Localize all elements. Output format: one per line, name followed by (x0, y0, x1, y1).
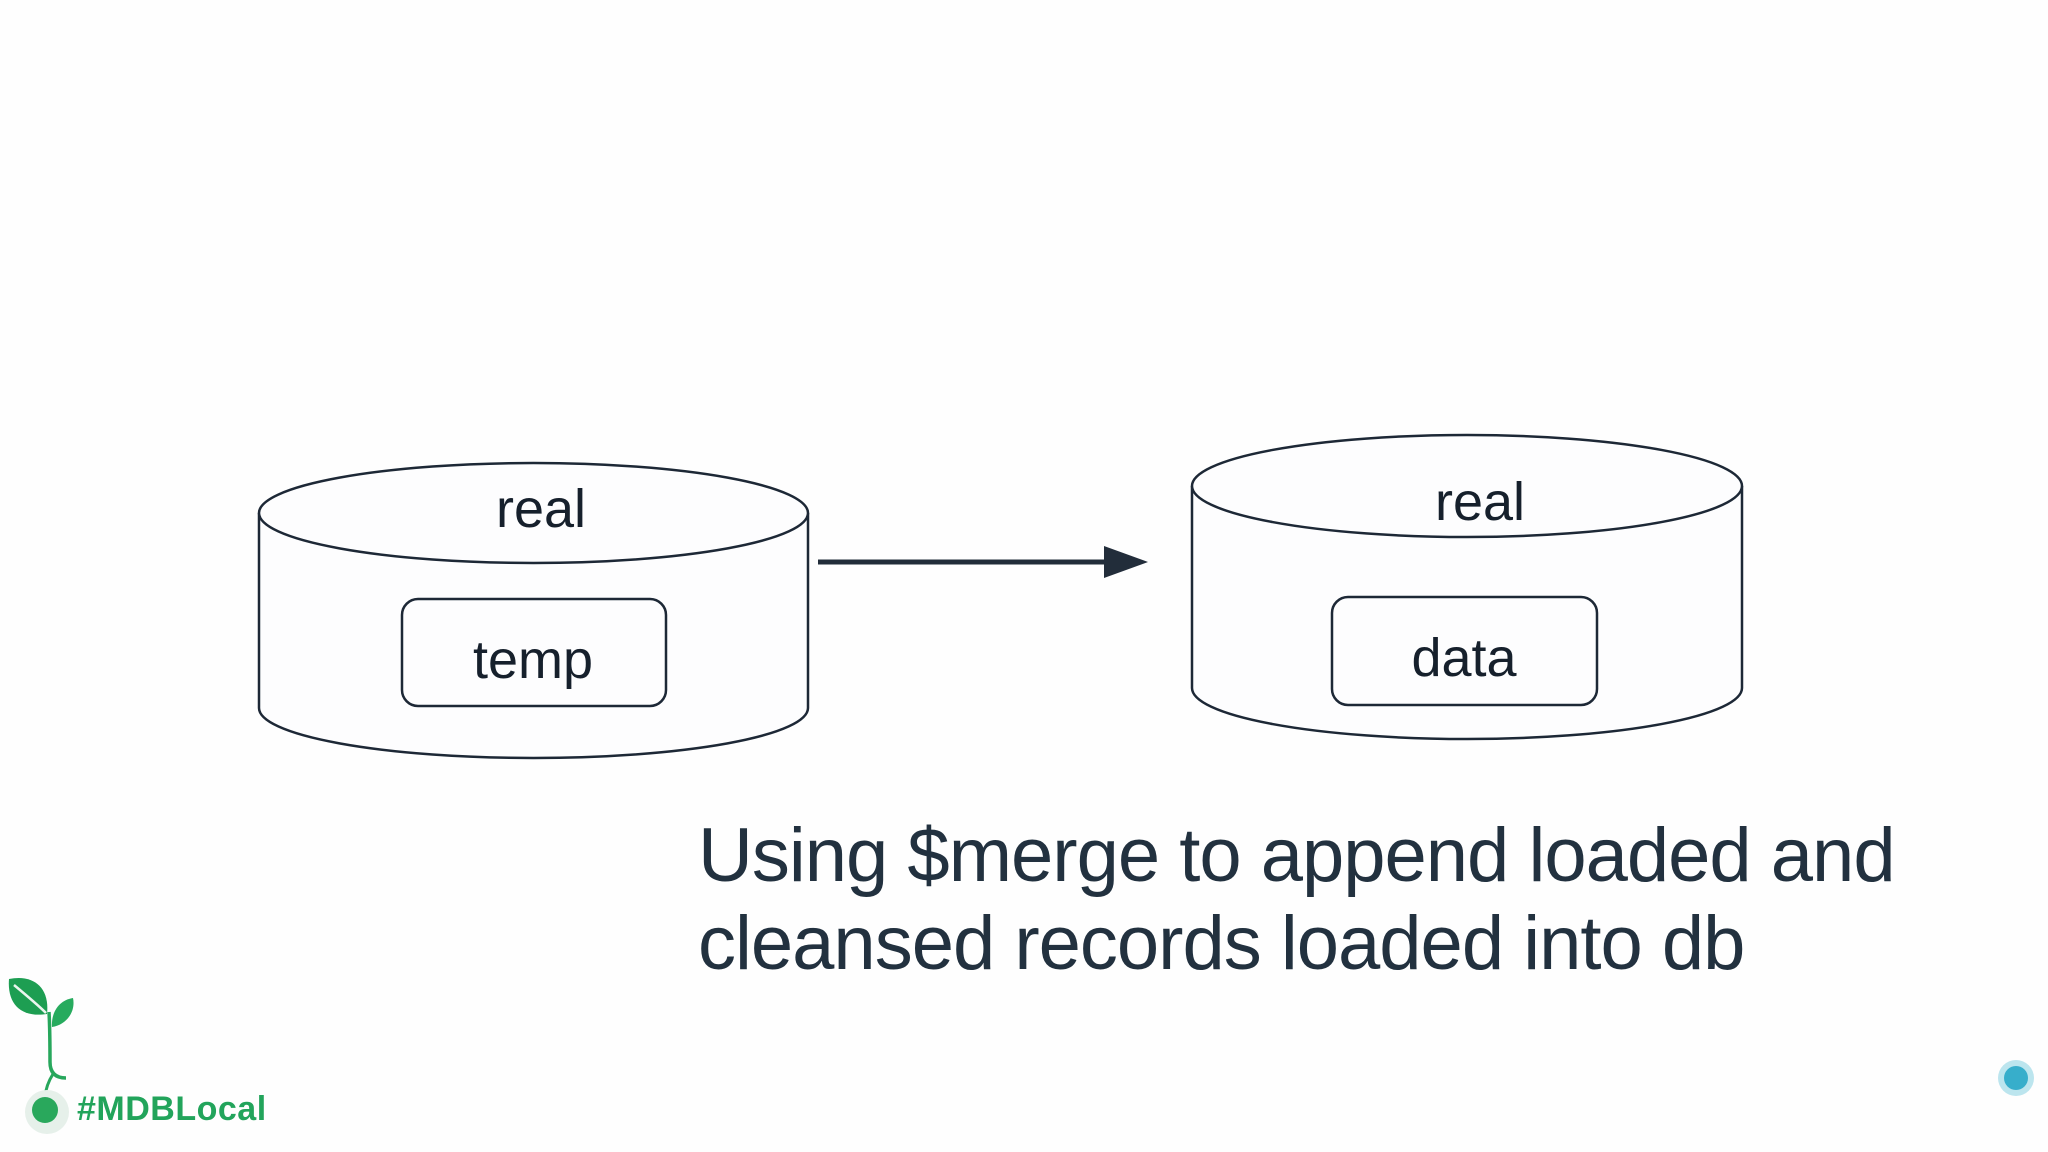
target-collection-box (1330, 595, 1599, 707)
source-db-label: real (496, 479, 586, 539)
caption-line-1: Using $merge to append loaded and (698, 813, 1896, 898)
footer-branding (8, 977, 2034, 1134)
source-collection-box (400, 597, 668, 708)
merge-arrow-head (1104, 546, 1148, 578)
target-db-label: real (1435, 472, 1525, 532)
source-db-cylinder: real temp (257, 461, 810, 760)
merge-arrow-icon (818, 546, 1148, 578)
event-hashtag: #MDBLocal (77, 1090, 267, 1128)
end-dot (2004, 1066, 2028, 1090)
source-collection-label: temp (473, 630, 593, 690)
seed-dot (32, 1097, 58, 1123)
seed-dot-icon (25, 1090, 69, 1134)
target-db-cylinder: real data (1190, 433, 1744, 741)
caption: Using $merge to append loaded and cleans… (698, 812, 1896, 988)
target-db-cylinder-top (1190, 433, 1744, 539)
target-collection-label: data (1411, 628, 1517, 688)
sprout-big-leaf-vein (13, 984, 47, 1014)
sprout-stem (47, 1011, 67, 1080)
sprout-icon (8, 977, 74, 1098)
sprout-small-leaf (51, 998, 74, 1027)
timeline-end-dot-icon (1998, 1060, 2034, 1096)
caption-line-2: cleansed records loaded into db (698, 901, 1745, 986)
source-db-cylinder-top (257, 461, 810, 565)
